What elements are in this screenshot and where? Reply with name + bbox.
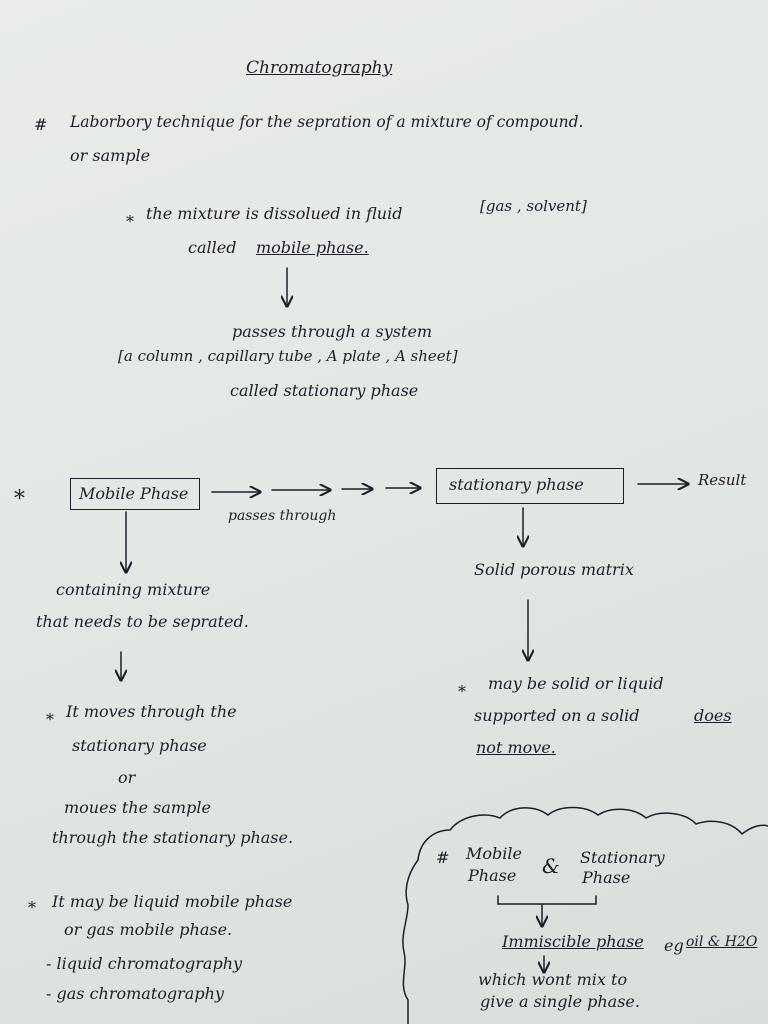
liquid-gas-bullet: * [28,898,36,917]
mobile-intro-bracket: [gas , solvent] [480,197,587,215]
system-line-2: called stationary phase [230,381,419,400]
mobile-phase-box-label: Mobile Phase [79,484,189,503]
stationary-line-2: may be solid or liquid [488,674,664,693]
moves-or: or [118,768,136,787]
note-line-3: give a single phase. [480,992,640,1011]
mobile-intro-line-1: the mixture is dissolued in fluid [146,204,403,223]
note-mobile-1: Mobile [466,844,522,863]
note-line-2: which wont mix to [478,970,628,989]
page-title: Chromatography [246,58,393,78]
stationary-phase-box-label: stationary phase [449,475,584,494]
intro-line-2: or sample [70,146,151,165]
result-label: Result [698,471,747,489]
note-stationary-1: Stationary [580,848,665,867]
note-stationary-2: Phase [582,868,631,887]
note-brace [497,895,597,905]
mobile-intro-bullet: * [126,212,134,231]
system-line-1: passes through a system [232,322,433,341]
moves-line-1: It moves through the [66,702,237,721]
stationary-line-3-prefix: supported on a solid [474,706,640,725]
mobile-intro-line-2-prefix: called [188,238,237,257]
stationary-bullet: * [458,682,466,701]
note-eg: eg [664,936,684,955]
note-mobile-2: Phase [468,866,517,885]
mobile-phase-term: mobile phase. [256,238,369,257]
mobile-phase-box: Mobile Phase [70,478,200,510]
list-item-liquid-chromatography: - liquid chromatography [46,954,243,973]
intro-bullet: # [34,115,48,134]
system-bracket: [a column , capillary tube , A plate , A… [118,347,458,365]
immiscible-term: Immiscible phase [502,932,644,951]
moves-line-3: moues the sample [64,798,211,817]
stationary-branch-line-1: Solid porous matrix [474,560,634,579]
not-move-term: not move. [476,738,556,757]
list-item-gas-chromatography: - gas chromatography [46,984,224,1003]
moves-bullet: * [46,710,54,729]
does-term: does [694,706,732,725]
mobile-branch-line-1: containing mixture [56,580,211,599]
moves-line-2: stationary phase [72,736,207,755]
liquid-gas-line-2: or gas mobile phase. [64,920,233,939]
passes-through-label: passes through [228,508,337,524]
note-example: oil & H2O [686,934,758,950]
note-ampersand: & [542,854,560,878]
liquid-gas-line-1: It may be liquid mobile phase [52,892,293,911]
stationary-phase-box: stationary phase [436,468,624,504]
flow-star: * [14,487,25,512]
mobile-branch-line-2: that needs to be seprated. [36,612,249,631]
moves-line-4: through the stationary phase. [52,828,294,847]
intro-line-1: Laborbory technique for the sepration of… [70,113,584,131]
note-bullet: # [436,848,450,867]
